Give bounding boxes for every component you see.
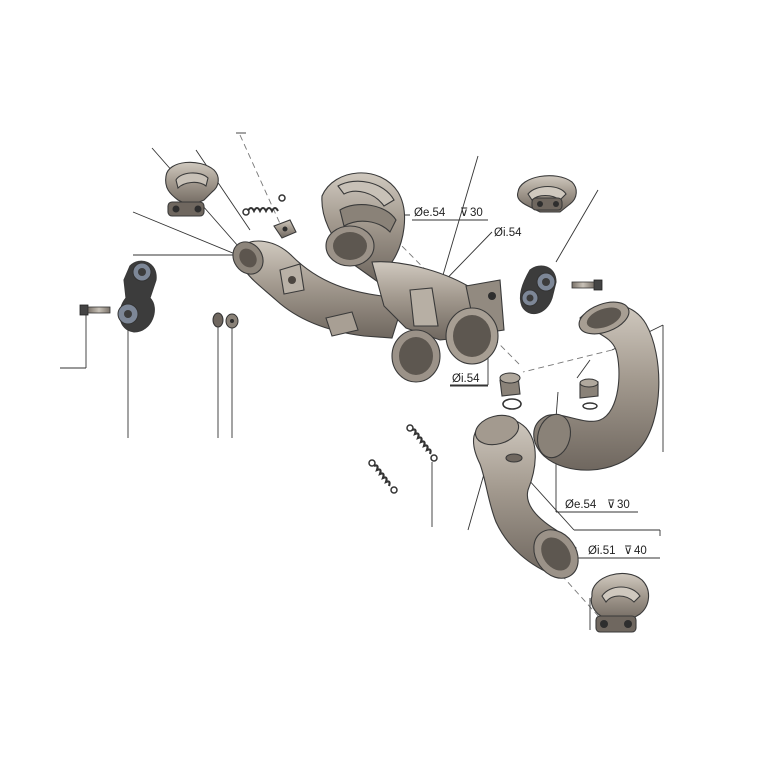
exhaust-clamp-lower-right xyxy=(590,572,650,633)
lower-pipe-depth: 40 xyxy=(634,545,647,557)
spring-lower-left xyxy=(368,459,398,494)
spring-middle xyxy=(406,424,438,462)
bung-fitting xyxy=(579,378,599,410)
spring-upper-left xyxy=(242,194,286,216)
bracket-clip xyxy=(273,219,297,239)
collector-outlet-left xyxy=(391,329,441,383)
header-inner-diameter: Øi.54 xyxy=(494,227,522,239)
collector-inlet-diameter: Øi.54 xyxy=(452,373,480,385)
bend-outlet-depth: 30 xyxy=(617,499,630,511)
collector-outlet-right xyxy=(445,307,499,365)
callout-bend-outlet: Øe.54 ⊽ 30 xyxy=(565,499,630,511)
header-outlet-diameter: Øe.54 xyxy=(414,207,446,219)
bend-outlet-diameter: Øe.54 xyxy=(565,499,597,511)
callout-lower-pipe: Øi.51 ⊽ 40 xyxy=(588,545,647,557)
exhaust-clamp-upper-right xyxy=(516,175,577,213)
lower-pipe-depth-symbol: ⊽ xyxy=(624,545,632,557)
header-outlet-depth: 30 xyxy=(470,207,483,219)
sensor-plug xyxy=(499,372,521,397)
callout-collector-inlet: Øi.54 xyxy=(450,373,488,387)
exhaust-clamp-upper-left xyxy=(165,161,219,217)
callout-header-outlet: Øe.54 ⊽ 30 xyxy=(412,207,488,221)
nut-washer-left xyxy=(212,312,239,329)
gasket-ring-small xyxy=(502,398,522,410)
header-outlet-depth-symbol: ⊽ xyxy=(460,207,468,219)
bolt-right xyxy=(571,279,603,291)
flange-gasket-left xyxy=(117,260,157,333)
lower-link-pipe xyxy=(472,414,579,579)
bolt-left xyxy=(79,304,111,316)
u-bend-pipe xyxy=(533,301,660,471)
bend-outlet-depth-symbol: ⊽ xyxy=(607,499,615,511)
lower-pipe-diameter: Øi.51 xyxy=(588,545,616,557)
callout-header-inner: Øi.54 xyxy=(494,227,522,239)
flange-gasket-right xyxy=(519,265,557,315)
exhaust-header-assembly xyxy=(232,172,505,383)
